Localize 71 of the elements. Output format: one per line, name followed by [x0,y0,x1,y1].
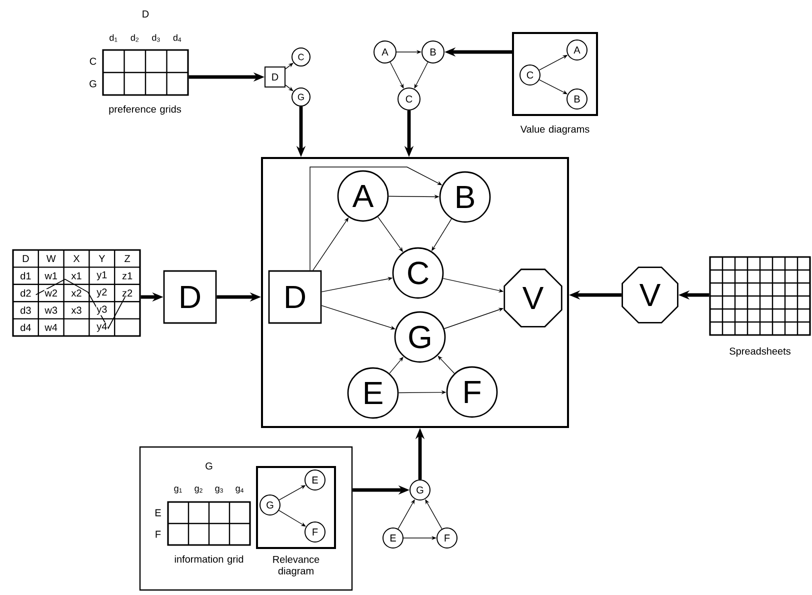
diagram-frame [261,157,569,428]
node-label: Relevance diagram [273,556,320,576]
circle-node: F [436,528,458,548]
table-cell: d1 [20,272,32,280]
table-cell: Z [124,254,131,263]
diagram-panel [256,466,336,549]
grid-heading: G [206,462,212,470]
circle-node: G [410,480,430,500]
table-cell: w2 [44,289,58,297]
table-cell: d3 [20,306,32,314]
circle-node: F [446,366,498,418]
column-label: d$_{3}$ [152,34,160,42]
circle-node: G [260,494,280,516]
table-cell: d4 [20,323,32,332]
circle-node: C [520,64,540,86]
column-label: d$_{1}$ [110,34,118,42]
table-cell: y3 [96,305,108,316]
row-label: C [90,58,96,65]
node-label: information grid [174,555,244,565]
circle-node: B [439,171,491,223]
square-node: D [268,270,322,324]
table-cell: z1 [122,272,134,280]
spreadsheet-grid [709,256,811,336]
circle-node: G [292,88,310,106]
table-cell: x1 [70,272,82,280]
square-node: D [264,66,286,88]
grid-heading: D [142,10,149,18]
row-label: E [155,509,161,516]
circle-node: G [394,311,446,363]
circle-node: B [422,40,444,64]
column-label: d$_{4}$ [173,34,182,42]
circle-node: E [347,367,399,419]
table-cell: d2 [20,288,32,298]
circle-node: F [304,522,326,542]
column-label: g$_{4}$ [236,486,244,494]
circle-node: B [566,88,588,110]
circle-node: E [382,528,404,548]
circle-node: A [337,170,389,222]
circle-node: C [398,88,420,110]
circle-node: E [304,470,326,490]
circle-node: A [566,40,588,60]
table-cell: y4 [96,322,108,332]
circle-node: A [374,40,396,64]
node-label: Value diagrams [520,125,590,135]
node-label: preference grids [109,105,182,115]
table-cell: Y [98,254,106,263]
circle-node: C [292,48,310,66]
square-node: D [163,270,217,324]
column-label: d$_{2}$ [130,34,138,42]
table-cell: w4 [44,323,58,332]
octagon-node: V [622,266,678,324]
table-cell: W [46,254,56,263]
table-cell: D [22,254,30,263]
table-cell: y1 [96,270,108,281]
octagon-node: V [504,268,562,328]
table-cell: z2 [122,289,134,297]
circle-node: C [392,247,444,299]
node-label: Spreadsheets [730,347,790,357]
panel-box [139,446,353,591]
row-label: F [156,530,161,538]
row-label: G [90,80,96,88]
column-label: g$_{3}$ [215,486,223,494]
column-label: g$_{2}$ [194,486,202,494]
table-cell: w3 [44,306,58,314]
table-cell: y2 [96,288,108,298]
column-label: g$_{1}$ [174,486,182,494]
table-cell: x2 [70,289,82,297]
table-cell: w1 [44,272,58,280]
diagram-panel [512,32,598,116]
table-cell: x3 [70,306,82,314]
table-cell: X [72,254,80,263]
